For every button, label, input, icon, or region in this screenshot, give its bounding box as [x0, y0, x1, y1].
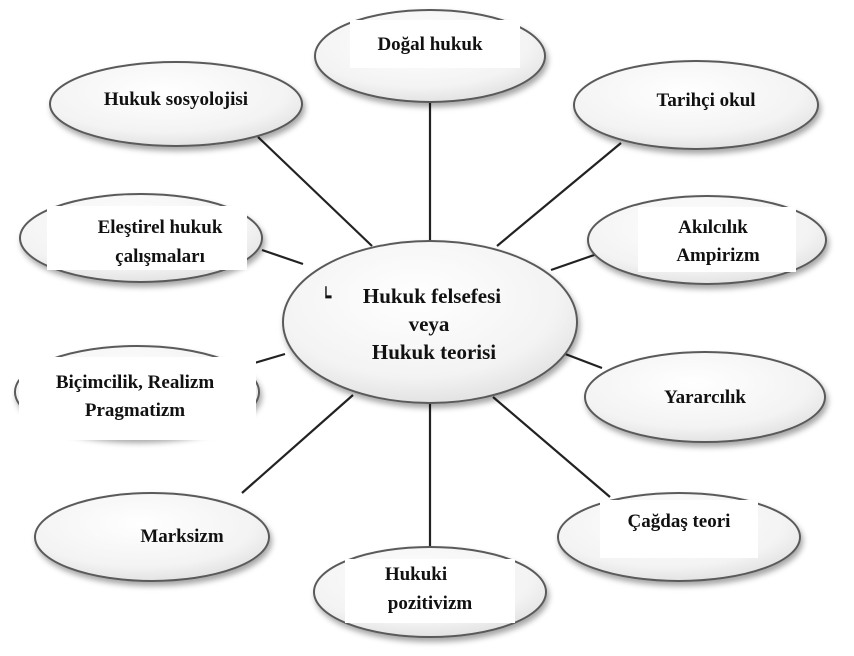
patch-bicimcilik — [19, 357, 256, 440]
label-elestirel-line2: çalışmaları — [115, 246, 205, 267]
connector-tarihci-okul — [496, 142, 622, 247]
connector-bicimcilik — [250, 352, 286, 366]
connector-yararcilik — [559, 350, 603, 370]
patch-dogal-hukuk — [350, 20, 520, 68]
label-hukuk-sosyolojisi: Hukuk sosyolojisi — [104, 89, 248, 110]
center-line3: Hukuk teorisi — [372, 340, 496, 364]
connector-cagdas-teori — [492, 396, 611, 498]
label-hukuki-line1: Hukuki — [385, 564, 447, 585]
label-cagdas-teori: Çağdaş teori — [628, 511, 731, 532]
ellipse-marksizm — [34, 492, 270, 582]
label-elestirel-line1: Eleştirel hukuk — [98, 217, 223, 238]
patch-hukuki — [345, 559, 515, 623]
label-ampirizm: Ampirizm — [676, 245, 760, 266]
patch-cagdas-teori — [600, 500, 758, 558]
label-marksizm: Marksizm — [140, 526, 224, 547]
node-labels: Doğal hukuk Hukuk sosyolojisi Tarihçi ok… — [56, 34, 760, 614]
ellipse-tarihci-okul — [573, 60, 819, 150]
label-tarihci-okul: Tarihçi okul — [656, 90, 755, 111]
center-line2: veya — [409, 312, 450, 336]
label-dogal-hukuk: Doğal hukuk — [377, 34, 483, 55]
connector-elestirel — [261, 248, 304, 266]
label-akilcilik: Akılcılık — [678, 217, 748, 238]
ellipse-hukuk-sosyolojisi — [49, 61, 303, 147]
label-bicimcilik-line1: Biçimcilik, Realizm — [56, 372, 214, 393]
connector-marksizm — [241, 394, 354, 494]
center-line1: Hukuk felsefesi — [363, 284, 501, 308]
connector-akilcilik — [550, 251, 601, 272]
ellipse-yararcilik — [584, 351, 826, 443]
connector-hukuk-sosyolojisi — [257, 136, 373, 247]
center-mark: ┕ — [321, 285, 333, 307]
patch-elestirel — [47, 206, 247, 270]
connector-lines — [241, 100, 622, 551]
label-yararcilik: Yararcılık — [664, 387, 746, 408]
patch-akilcilik — [638, 207, 796, 272]
label-hukuki-line2: pozitivizm — [388, 593, 473, 614]
label-bicimcilik-line2: Pragmatizm — [85, 400, 185, 421]
label-patches — [19, 20, 796, 623]
ellipse-center — [282, 240, 578, 404]
